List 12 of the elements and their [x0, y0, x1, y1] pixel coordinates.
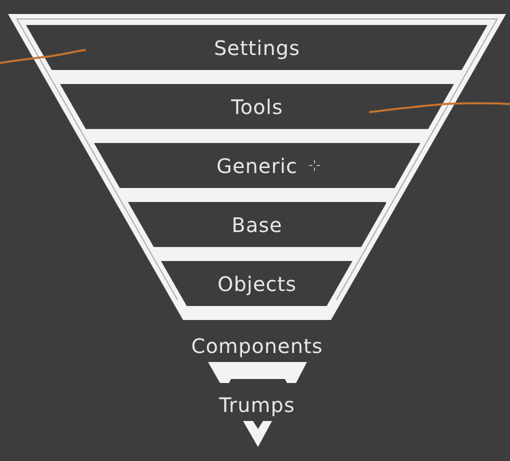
layer-trapezoid: [128, 202, 386, 247]
layer-trapezoid: [26, 25, 488, 70]
layer-label: Trumps: [219, 394, 295, 416]
layer-label: Settings: [214, 36, 300, 58]
layer-label: Base: [232, 214, 282, 236]
layer-label: Objects: [217, 272, 297, 294]
layer-label: Generic: [216, 154, 298, 176]
layer-trapezoid: [60, 84, 454, 129]
layer-label: Tools: [231, 96, 283, 118]
layer-trapezoid: [161, 261, 353, 306]
layer-label: Components: [191, 335, 323, 357]
layer-trapezoid: [94, 143, 420, 188]
